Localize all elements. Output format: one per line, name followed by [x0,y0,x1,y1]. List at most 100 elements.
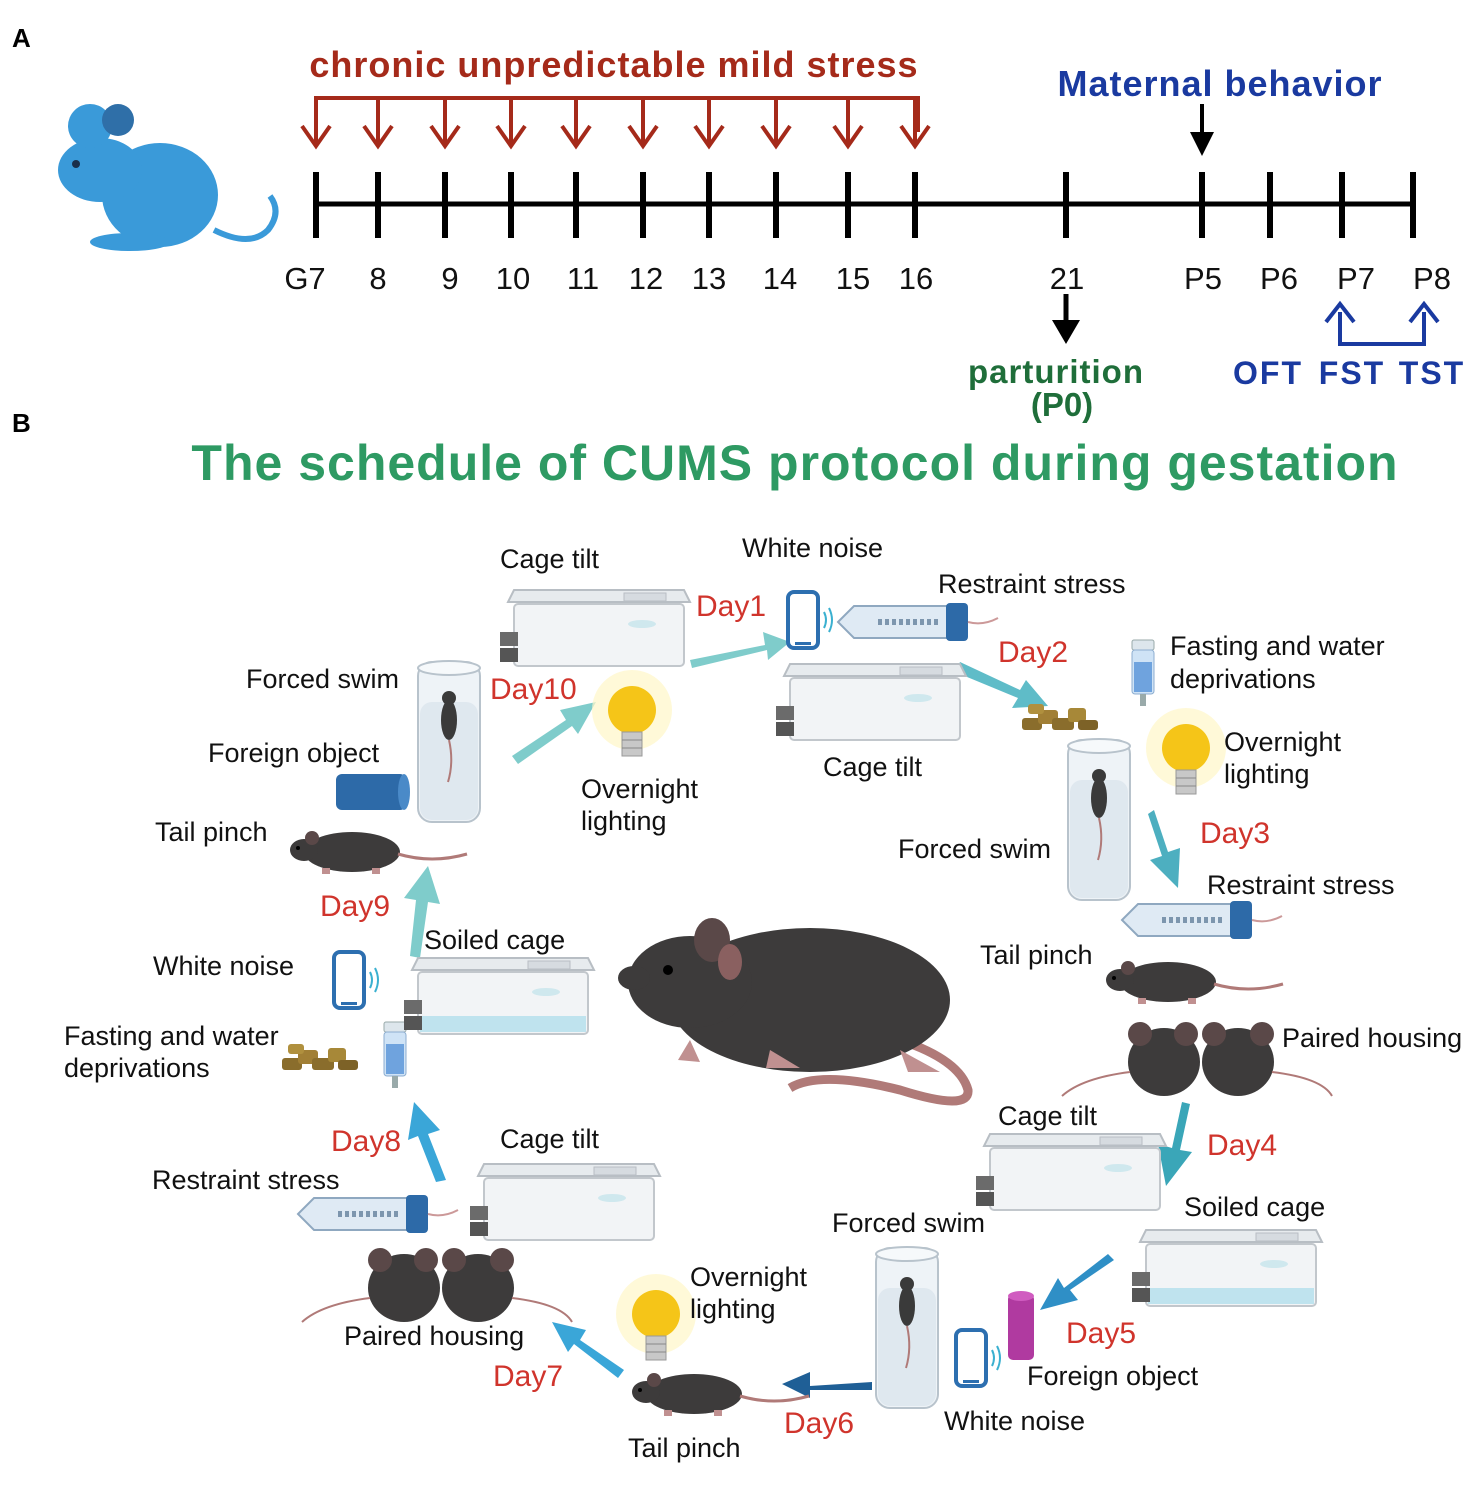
stress-arrow [760,100,792,150]
mouse-icon [58,104,279,251]
tests-bracket [1324,300,1440,346]
timeline-tick-label: 16 [899,261,933,296]
label-cage-tilt-4: Cage tilt [998,1101,1098,1131]
label-white-noise-8: White noise [153,951,294,981]
day-label-6: Day6 [784,1407,854,1440]
maternal-arrow [1190,104,1214,156]
label-fasting-1b: deprivations [1170,664,1316,694]
timeline-tick-label: 10 [496,261,530,296]
label-soiled-8: Soiled cage [424,925,565,955]
day-label-10: Day10 [490,673,577,706]
forced-swim-day2-icon [1067,738,1131,901]
white-noise-day5-icon [954,1328,1002,1388]
day-labels: Day1 Day2 Day3 Day4 Day5 Day6 Day7 Day8 … [320,590,1277,1440]
timeline-tick-label: 21 [1050,261,1084,296]
label-fasting-8a: Fasting and water [64,1021,279,1051]
timeline-tick-label: 13 [692,261,726,296]
cage-tilt-day1-icon [499,589,691,667]
label-overnight-6a: Overnight [690,1262,808,1292]
panel-b-letter: B [12,408,31,438]
label-forced-swim-5: Forced swim [832,1208,985,1238]
test-tst: TST [1399,355,1465,391]
restraint-tube-day7-icon [298,1195,458,1233]
soiled-cage-day8-icon [403,957,595,1035]
lightbulb-day6-icon [615,1273,697,1361]
cage-tilt-day7-icon [469,1163,661,1241]
forced-swim-day5-icon [875,1246,939,1409]
central-mouse-illustration [618,918,973,1106]
flow-arrows [404,632,1192,1398]
maternal-label: Maternal behavior [1057,63,1382,104]
white-noise-day1-icon [786,590,834,650]
label-overnight-10a: Overnight [581,774,699,804]
test-oft: OFT [1233,355,1303,391]
label-fasting-8b: deprivations [64,1053,210,1083]
stress-arrows [300,100,931,150]
label-overnight-6b: lighting [690,1294,776,1324]
parturition-label: parturition [968,353,1144,390]
timeline-tick-label: 12 [629,261,663,296]
stress-arrow [627,100,659,150]
stress-arrow [495,100,527,150]
label-overnight-10b: lighting [581,806,667,836]
water-bottle-day2-icon [1131,639,1155,707]
stress-bracket [314,96,920,132]
panel-b-title: The schedule of CUMS protocol during ges… [191,435,1398,491]
timeline-tick-label: 11 [567,261,599,296]
label-overnight-2a: Overnight [1224,727,1342,757]
label-tail-pinch-6: Tail pinch [628,1433,741,1463]
timeline-tick-label: P6 [1260,261,1298,296]
forced-swim-day9-icon [417,660,481,823]
day-label-9: Day9 [320,890,390,923]
timeline-tick-label: G7 [284,261,325,296]
label-tail-pinch-9: Tail pinch [155,817,268,847]
label-forced-swim-9: Forced swim [246,664,399,694]
day-label-8: Day8 [331,1125,401,1158]
day-label-7: Day7 [493,1360,563,1393]
stress-arrow [899,100,931,150]
foreign-object-day9-icon [336,774,410,810]
food-pellets-day2-icon [1022,704,1098,730]
label-cage-tilt-1: Cage tilt [500,544,600,574]
tail-pinch-day9-icon [288,829,469,876]
water-bottle-day8-icon [383,1021,407,1089]
test-fst: FST [1319,355,1385,391]
panel-a-letter: A [12,23,31,53]
timeline-tick-label: 14 [763,261,797,296]
label-cage-tilt-2: Cage tilt [823,752,923,782]
paired-housing-day7-icon [301,1247,573,1323]
lightbulb-day2-icon [1145,707,1227,795]
label-white-noise-5: White noise [944,1406,1085,1436]
stress-arrow [300,100,332,150]
tail-pinch-day3-icon [1104,959,1285,1006]
cage-tilt-day4-icon [975,1133,1167,1211]
label-foreign-9: Foreign object [208,738,380,768]
label-tail-pinch-3: Tail pinch [980,940,1093,970]
label-foreign-5: Foreign object [1027,1361,1199,1391]
white-noise-day8-icon [332,950,380,1010]
day-label-4: Day4 [1207,1129,1277,1162]
timeline-tick-label: 8 [369,261,386,296]
tail-pinch-day6-icon [630,1371,811,1418]
restraint-tube-day3-icon [1122,901,1282,939]
stress-arrow [362,100,394,150]
parturition-arrow [1052,294,1080,344]
label-forced-swim-2: Forced swim [898,834,1051,864]
restraint-tube-day1-icon [838,603,998,641]
day-label-1: Day1 [696,590,766,623]
stress-arrow [429,100,461,150]
p0-label: (P0) [1031,386,1093,423]
timeline-tick-label: 9 [441,261,458,296]
lightbulb-day10-icon [591,669,673,757]
timeline-tick-label: P5 [1184,261,1222,296]
label-cage-tilt-7: Cage tilt [500,1124,600,1154]
soiled-cage-day4-icon [1131,1229,1323,1307]
timeline-tick-label: P7 [1337,261,1375,296]
day-label-3: Day3 [1200,817,1270,850]
label-overnight-2b: lighting [1224,759,1310,789]
foreign-object-day5-icon [1008,1291,1034,1360]
timeline-tick-label: P8 [1413,261,1451,296]
label-white-noise-1: White noise [742,533,883,563]
